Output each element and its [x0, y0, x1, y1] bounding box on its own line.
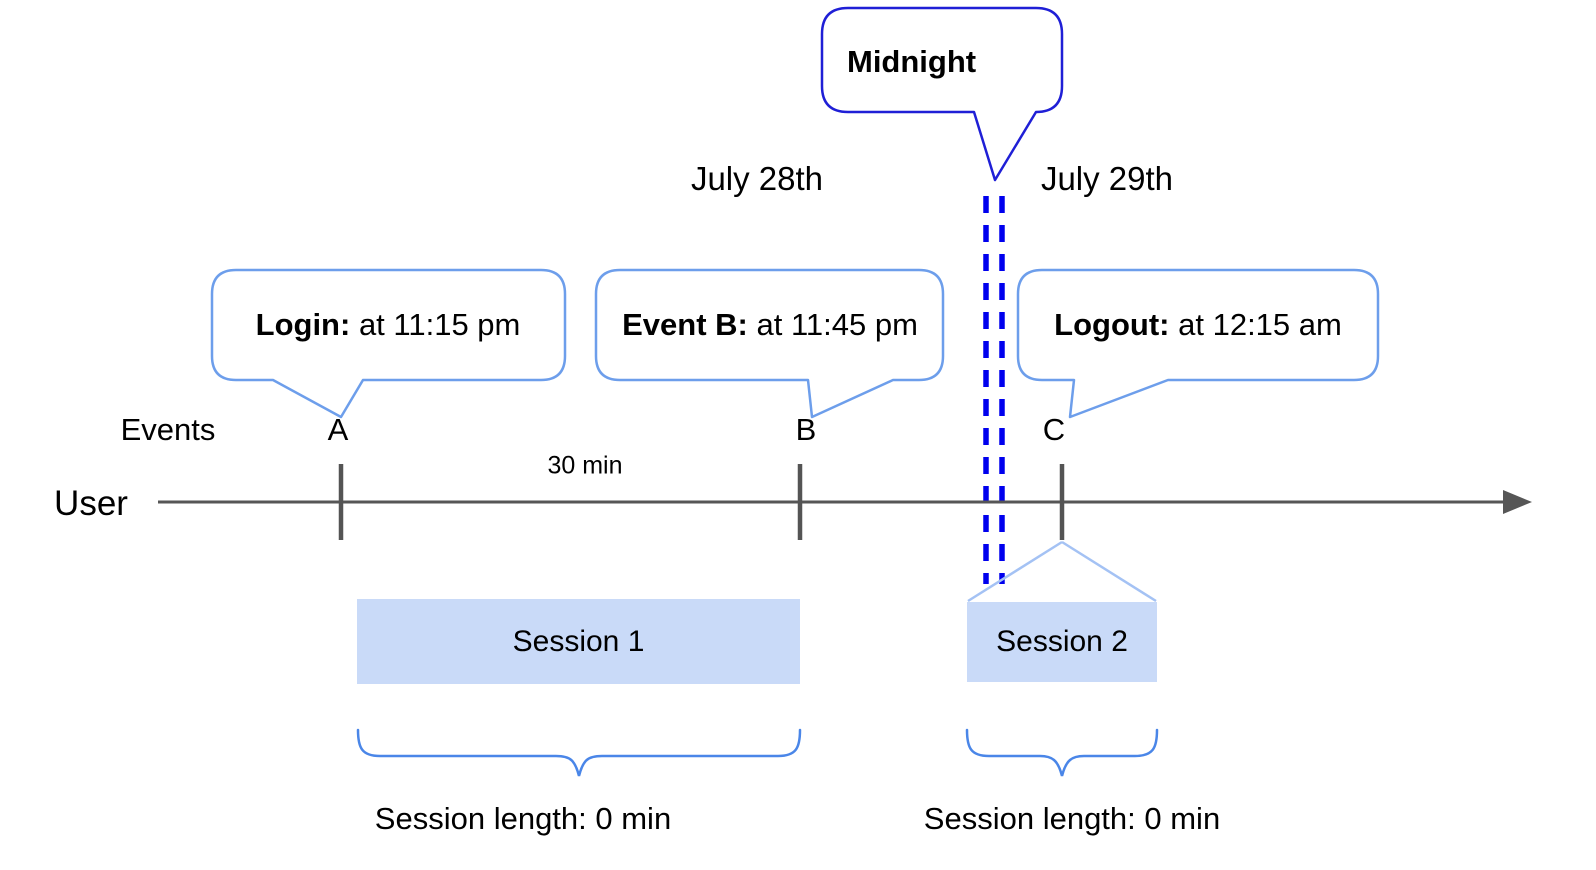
event-b-tick-label: B [795, 411, 817, 447]
login-callout-title: Login: [255, 306, 351, 342]
session-2-funnel-right [1061, 540, 1157, 603]
session-2-funnel-left [967, 540, 1063, 603]
event-b-callout-title: Event B: [622, 306, 748, 342]
session-2-length-label: Session length: 0 min [923, 800, 1221, 836]
login-callout-detail: at 11:15 pm [358, 306, 521, 342]
login-callout-text: Login: at 11:15 pm [255, 306, 521, 342]
session-1-brace [356, 728, 802, 777]
session-2-box: Session 2 [967, 602, 1157, 682]
event-b-callout-text: Event B: at 11:45 pm [622, 306, 918, 342]
date-july-28-label: July 28th [690, 159, 824, 197]
session-1-label: Session 1 [512, 624, 645, 658]
logout-callout-bubble [1016, 268, 1380, 419]
session-1-box: Session 1 [357, 599, 800, 684]
logout-callout-title: Logout: [1054, 306, 1170, 342]
event-a-tick-label: A [327, 411, 349, 447]
event-b-callout-bubble [594, 268, 945, 419]
session-2-label: Session 2 [996, 625, 1128, 658]
event-c-tick-label: C [1042, 411, 1066, 447]
logout-callout-detail: at 12:15 am [1178, 306, 1342, 342]
interval-30min-label: 30 min [547, 451, 623, 480]
logout-callout-text: Logout: at 12:15 am [1054, 306, 1342, 342]
event-b-callout-detail: at 11:45 pm [756, 306, 918, 342]
midnight-callout-bubble [820, 6, 1064, 182]
session-2-brace [965, 728, 1159, 777]
events-axis-label: Events [120, 411, 216, 447]
session-1-length-label: Session length: 0 min [374, 800, 672, 836]
midnight-callout-label: Midnight [847, 44, 977, 79]
login-callout-bubble [210, 268, 567, 419]
date-july-29-label: July 29th [1040, 159, 1174, 197]
timeline-arrowhead-icon [1503, 490, 1532, 514]
user-row-label: User [54, 483, 128, 523]
